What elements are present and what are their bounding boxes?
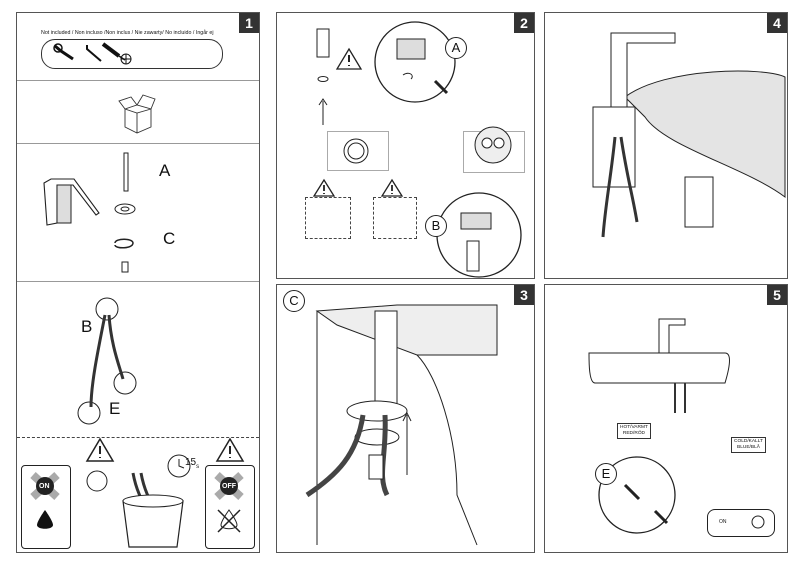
timer-value: 15s: [185, 457, 200, 470]
removal-zoom-circle: [436, 192, 522, 278]
tools-box: [41, 39, 223, 69]
flex-hoses-drawing: [77, 297, 137, 425]
valve-on-icon: [30, 472, 60, 500]
step-number-3: 3: [514, 285, 534, 305]
switch-box: [707, 509, 775, 537]
temp-drop-icon: [751, 515, 765, 529]
hose-label-b: B: [81, 317, 93, 336]
detail-label-c: C: [283, 290, 305, 312]
valve-off-icon: [214, 472, 244, 500]
package-box-icon: [118, 94, 156, 134]
warning-triangle-icon: [312, 178, 336, 197]
sink-with-faucet-drawing: [588, 318, 730, 413]
hose-label-e: E: [109, 399, 121, 418]
warning-triangle-icon: [380, 178, 404, 197]
panel-step-2: 2 A B: [276, 12, 535, 279]
switch-on-label: ON: [719, 519, 727, 525]
threaded-rod: [123, 152, 129, 192]
faucet-drawing: [43, 178, 100, 226]
valve-off-label: OFF: [222, 483, 236, 490]
valve-off-box: [205, 465, 255, 549]
warning-triangle-icon: [335, 47, 363, 70]
connection-zoom-circle: [598, 456, 676, 534]
no-water-icon: [217, 509, 241, 533]
under-sink-mounting-drawing: [305, 304, 498, 546]
wrench-icon: [53, 43, 74, 61]
timer-icon: [167, 454, 191, 478]
cartridge-drawing: [316, 28, 330, 125]
panel-step-1: 1 Not included / Non incluso /Non inclus…: [16, 12, 260, 553]
detail-label-b: B: [425, 215, 447, 237]
seal-ring: [343, 138, 369, 164]
warning-triangle-icon: [215, 437, 245, 462]
nut-part: [121, 261, 129, 273]
panel-step-4: 4: [544, 12, 788, 279]
not-included-text: Not included / Non incluso /Non inclus /…: [41, 30, 214, 36]
part-label-c: C: [163, 229, 176, 248]
part-label-a: A: [159, 161, 171, 180]
cross-screw-icon: [120, 53, 132, 65]
detail-label-e: E: [595, 463, 617, 485]
warning-triangle-icon: [85, 437, 115, 462]
warning-box-right: [373, 197, 417, 239]
faucet-mounted-drawing: [592, 32, 786, 238]
washer-part: [114, 203, 136, 215]
step-number-4: 4: [767, 13, 787, 33]
seal-box: [327, 131, 389, 171]
step-number-2: 2: [514, 13, 534, 33]
valve-cartridge-top: [474, 126, 512, 164]
hex-key-icon: [86, 45, 102, 62]
warning-box-left: [305, 197, 351, 239]
horseshoe-part: [114, 238, 134, 249]
detail-label-a: A: [445, 37, 467, 59]
bucket-drawing: [86, 470, 184, 548]
valve-on-label: ON: [39, 483, 50, 490]
water-drop-icon: [37, 510, 53, 529]
panel-step-3: 3 C: [276, 284, 535, 553]
cartridge-zoom-circle: [374, 21, 456, 103]
step-number-1: 1: [239, 13, 259, 33]
valve-on-box: [21, 465, 71, 549]
step-number-5: 5: [767, 285, 787, 305]
